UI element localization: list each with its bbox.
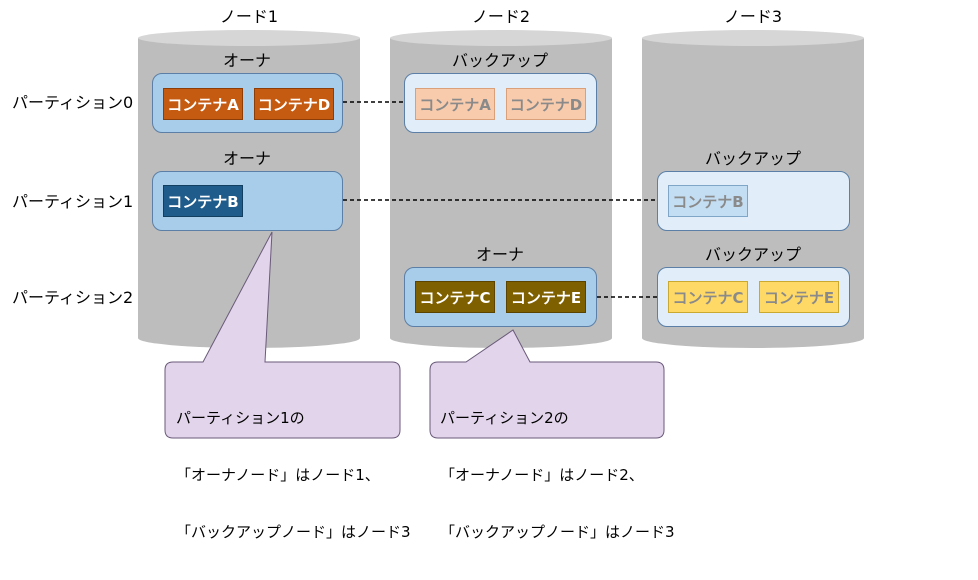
container-e-backup: コンテナE [759,281,839,313]
partition2-label: パーティション2 [12,288,134,307]
callout1-bubble [164,231,401,439]
container-a-owner: コンテナA [163,88,243,120]
container-b-backup: コンテナB [668,185,748,217]
node3-label: ノード3 [723,7,783,26]
callout1-line3: 「バックアップノード」はノード3 [176,523,411,541]
node2-label: ノード2 [471,7,531,26]
container-a-backup: コンテナA [415,88,495,120]
callout1-line1: パーティション1の [176,409,305,427]
node3-p2-backup-label: バックアップ [704,245,801,264]
node3-p1-backup-label: バックアップ [704,149,801,168]
node1-p1-owner-label: オーナ [222,149,271,168]
node1-p0-owner-label: オーナ [222,51,271,70]
callout1-line2: 「オーナノード」はノード1、 [176,466,380,484]
node2-p0-backup-label: バックアップ [451,51,548,70]
callout1-text: パーティション1の 「オーナノード」はノード1、 「バックアップノード」はノード… [176,371,411,580]
node2-p2-owner-label: オーナ [475,245,524,264]
node1-partition1-group [152,171,343,231]
node1-label: ノード1 [219,7,279,26]
container-c-backup: コンテナC [668,281,748,313]
container-d-owner: コンテナD [254,88,334,120]
container-b-owner: コンテナB [163,185,243,217]
container-e-owner: コンテナE [506,281,586,313]
container-d-backup: コンテナD [506,88,586,120]
callout2-text: パーティション2の 「オーナノード」はノード2、 「バックアップノード」はノード… [440,371,675,580]
container-c-owner: コンテナC [415,281,495,313]
callout2-bubble [429,329,665,439]
callout2-line3: 「バックアップノード」はノード3 [440,523,675,541]
callout2-line1: パーティション2の [440,409,569,427]
partition0-label: パーティション0 [12,93,134,112]
callout2-line2: 「オーナノード」はノード2、 [440,466,644,484]
diagram: ノード1 ノード2 ノード3 パーティション0 パーティション1 パーティション… [12,7,864,541]
partition1-label: パーティション1 [12,192,134,211]
